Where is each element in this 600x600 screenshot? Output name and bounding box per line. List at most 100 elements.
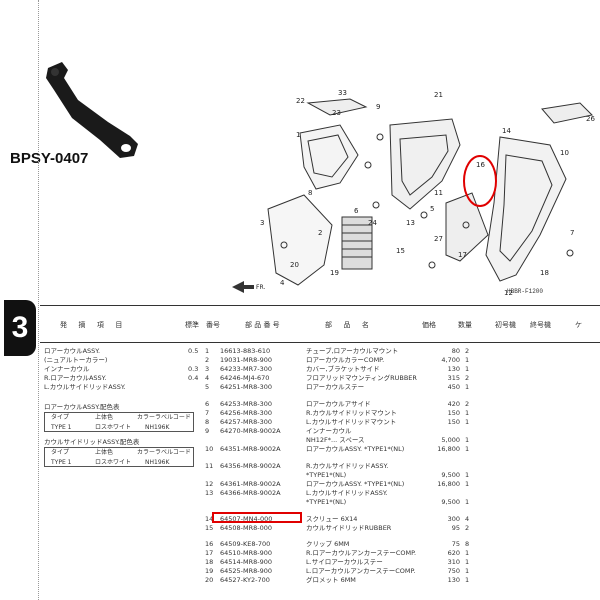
row-ref: 10 <box>205 445 214 453</box>
left-value: 0.4 <box>188 374 199 382</box>
svg-text:1: 1 <box>296 131 300 139</box>
svg-text:24: 24 <box>368 219 377 227</box>
row-price: 750 <box>447 567 460 575</box>
row-price: 9,500 <box>441 498 460 506</box>
part-photo <box>46 62 138 158</box>
header-k: ケ <box>575 321 582 329</box>
row-description: クリップ 6MM <box>306 540 350 548</box>
row-price: 310 <box>447 558 460 566</box>
svg-text:10: 10 <box>560 149 569 157</box>
row-price: 95 <box>451 524 460 532</box>
row-ref: 13 <box>205 489 214 497</box>
row-price <box>415 427 460 436</box>
row-price: 9,500 <box>441 471 460 479</box>
row-part-number: 64351-MR8-9002A <box>220 445 281 453</box>
left-value: 0.5 <box>188 347 199 355</box>
row-price: 75 <box>451 540 460 548</box>
row-description: R.カウルサイドリッドマウント <box>306 409 397 417</box>
row-description: L.カウルサイドリッドマウント <box>306 418 397 426</box>
left-item: L.カウルサイドリッドASSY. <box>44 383 126 391</box>
row-qty: 1 <box>465 549 470 557</box>
svg-text:12: 12 <box>504 289 513 295</box>
row-description: L.サイロアーカウルステー <box>306 558 383 566</box>
svg-text:22: 22 <box>296 97 305 105</box>
row-part-number: 64253-MR8-300 <box>220 400 273 408</box>
row-ref: 2 <box>205 356 210 364</box>
row-qty: 2 <box>465 347 470 355</box>
svg-text:FR.: FR. <box>256 284 265 291</box>
row-price: 4,700 <box>441 356 460 364</box>
svg-text:8: 8 <box>308 189 312 197</box>
row-ref: 8 <box>205 418 210 426</box>
svg-text:13: 13 <box>406 219 415 227</box>
header-standard: 標準 <box>185 321 199 329</box>
row-price: 420 <box>447 400 460 408</box>
part-code: BPSY-0407 <box>10 150 89 167</box>
header-qty: 数量 <box>458 321 472 329</box>
svg-text:18: 18 <box>540 269 549 277</box>
row-ref: 20 <box>205 576 214 584</box>
row-description: R.ロアーカウルアンカーステーCOMP. <box>306 549 417 557</box>
svg-text:2: 2 <box>318 229 322 237</box>
row-part-number: 64270-MR8-9002A <box>220 427 281 435</box>
row-qty: 1 <box>465 409 470 417</box>
row-part-number: 64251-MR8-300 <box>220 383 273 391</box>
row-qty: 1 <box>465 365 470 373</box>
svg-text:4: 4 <box>280 279 285 287</box>
row-part-number: 64525-MR8-900 <box>220 567 273 575</box>
diagram-code: HBBR-F1200 <box>507 288 544 295</box>
row-description: カバー,ブラケットサイド <box>306 365 380 373</box>
row-part-number: 64257-MR8-300 <box>220 418 273 426</box>
section-number: 3 <box>11 311 29 344</box>
margin-line <box>38 0 39 600</box>
svg-text:11: 11 <box>434 189 443 197</box>
row-ref: 3 <box>205 365 210 373</box>
color-table-title: ロアーカウルASSY.配色表 <box>44 403 120 411</box>
row-description: L.ロアーカウルアンカーステーCOMP. <box>306 567 416 575</box>
svg-text:7: 7 <box>570 229 574 237</box>
row-ref: 11 <box>205 462 214 470</box>
highlight-box <box>212 512 302 523</box>
left-value: 0.3 <box>188 365 199 373</box>
row-price: 150 <box>447 409 460 417</box>
color-table: タイプ 上体色 カラーラベルコード TYPE 1 ロスホワイト NH196K <box>44 412 194 432</box>
svg-text:20: 20 <box>290 261 299 269</box>
svg-text:27: 27 <box>434 235 443 243</box>
row-description: スクリュー 6X14 <box>306 515 358 523</box>
svg-text:15: 15 <box>396 247 405 255</box>
row-ref: 12 <box>205 480 214 488</box>
row-qty: 2 <box>465 400 470 408</box>
row-qty: 2 <box>465 374 470 382</box>
header-part-number: 部 品 番 号 <box>245 321 280 329</box>
row-description: *TYPE1*(NL) <box>306 471 347 479</box>
header-last: 終号機 <box>530 321 551 329</box>
header-price: 価格 <box>422 321 436 329</box>
row-part-number: 64527-KY2-700 <box>220 576 270 584</box>
row-ref: 17 <box>205 549 214 557</box>
header-description: 部 品 名 <box>325 321 369 329</box>
row-qty: 8 <box>465 540 470 548</box>
header-item: 発 摘 項 目 <box>60 321 123 329</box>
row-part-number: 64509-KE8-700 <box>220 540 271 548</box>
row-price: 150 <box>447 418 460 426</box>
row-qty: 4 <box>465 515 470 523</box>
row-qty: 1 <box>465 558 470 566</box>
svg-text:14: 14 <box>502 127 511 135</box>
left-item: インナーカウル <box>44 365 90 373</box>
row-price: 80 <box>451 347 460 355</box>
row-part-number: 64507-MN4-000 <box>220 515 273 523</box>
parts-table: 発 摘 項 目 標準 番号 部 品 番 号 部 品 名 価格 数量 初号機 終号… <box>40 305 600 595</box>
row-description: *TYPE1*(NL) <box>306 498 347 506</box>
svg-text:23: 23 <box>332 109 341 117</box>
row-part-number: 64233-MR7-300 <box>220 365 273 373</box>
row-part-number: 64514-MR8-900 <box>220 558 273 566</box>
row-qty: 1 <box>465 356 470 364</box>
row-qty: 1 <box>465 418 470 426</box>
svg-text:33: 33 <box>338 89 347 97</box>
row-description: ロアーカウルASSY. *TYPE1*(NL) <box>306 445 405 453</box>
row-description: カウルサイドリッドRUBBER <box>306 524 392 532</box>
left-item: (ニュアルトーカラー) <box>44 356 108 364</box>
row-ref: 7 <box>205 409 210 417</box>
row-price: 315 <box>447 374 460 382</box>
row-qty: 1 <box>465 567 470 575</box>
